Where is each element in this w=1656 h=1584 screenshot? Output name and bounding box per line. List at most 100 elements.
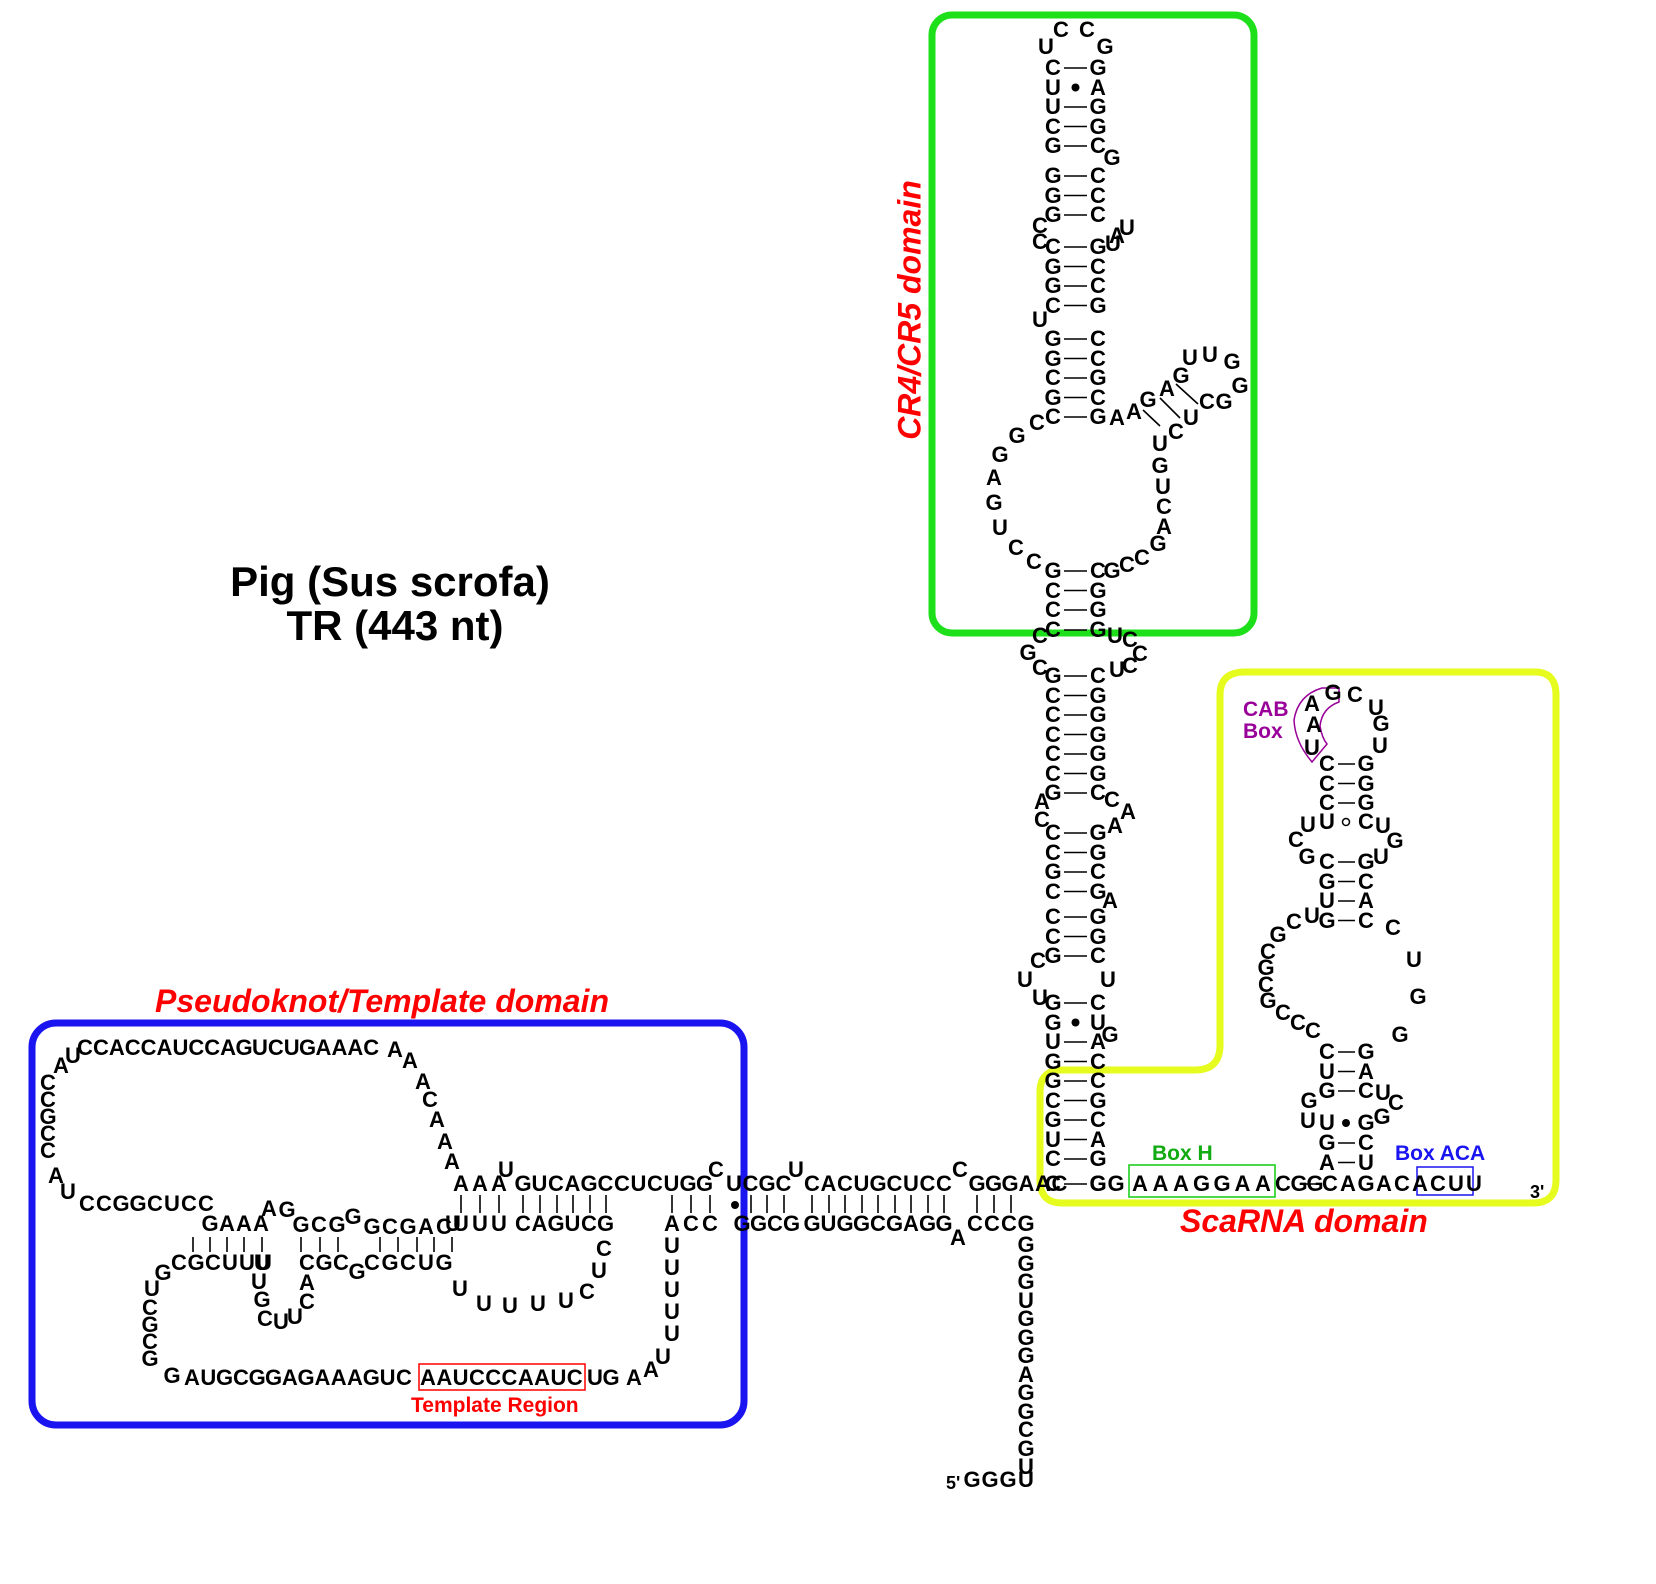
p2-lower: G <box>1017 1211 1035 1236</box>
p2-stem: C <box>382 1214 398 1239</box>
nucleotide: A <box>643 1357 659 1382</box>
p2-upper: G <box>758 1171 776 1196</box>
template-strand: A <box>314 1365 331 1390</box>
pseudoknot-loop: U <box>172 1035 189 1060</box>
pseudoknot-loop: G <box>39 1104 57 1129</box>
pseudoknot-loop: A <box>108 1035 125 1060</box>
cr45-p6-stem: C <box>1090 345 1106 371</box>
cr45-p6-stem: C <box>1090 163 1106 188</box>
scarna-stem: C <box>1319 849 1335 874</box>
nucleotide: U <box>287 1304 303 1329</box>
p2-lower: C <box>984 1211 1000 1236</box>
box-h: A <box>1234 1171 1251 1196</box>
template-strand: U <box>200 1365 217 1390</box>
nucleotide: C <box>1388 1090 1404 1115</box>
template-region: C <box>501 1365 518 1390</box>
nucleotide: U <box>452 1276 468 1301</box>
cr45-p6-stem: G <box>1089 292 1107 318</box>
central-stem: G <box>1044 1048 1062 1074</box>
p2-upper: U <box>903 1171 919 1196</box>
nucleotide: U <box>1017 967 1033 992</box>
pseudoknot-loop: C <box>363 1035 380 1060</box>
nucleotide: G <box>1409 984 1427 1009</box>
nucleotide: G <box>1103 558 1121 583</box>
pseudoknot-loop: C <box>204 1035 221 1060</box>
nucleotide: A <box>626 1365 642 1390</box>
five-prime-tail: C <box>1018 1417 1034 1442</box>
p2-lower: C <box>683 1211 699 1236</box>
central-stem: C <box>1090 859 1106 884</box>
central-stem: C <box>1045 682 1061 708</box>
nucleotide: C <box>579 1279 595 1304</box>
pseudoknot-loop: C <box>40 1121 56 1146</box>
nucleotide: U <box>788 1157 804 1182</box>
nucleotide: U <box>65 1043 81 1068</box>
p2-upper: C <box>886 1171 903 1196</box>
p2-lower: C <box>581 1211 597 1236</box>
scarna-stem: G <box>1357 1039 1375 1064</box>
central-stem: G <box>1044 859 1062 884</box>
scarna-stem: G <box>1357 790 1375 815</box>
scarna-tail: G <box>1089 1171 1107 1196</box>
nucleotide: C <box>1286 909 1302 934</box>
five-prime-tail: G <box>1017 1380 1035 1405</box>
scarna-stem: C <box>1358 868 1374 894</box>
cr45-p6-stem: C <box>1090 182 1106 208</box>
nucleotide: G <box>1223 349 1241 374</box>
p2-upper: A <box>1035 1171 1051 1196</box>
nucleotide: U <box>254 1250 270 1275</box>
scarna-tail: A <box>1412 1171 1428 1196</box>
nucleotide: U <box>1375 1080 1391 1105</box>
central-stem: G <box>1089 682 1107 708</box>
p2-upper: G <box>514 1171 532 1196</box>
cr45-p5-stem: C <box>1045 577 1061 603</box>
p2-upper: A <box>491 1171 507 1196</box>
nucleotide: U <box>1105 231 1121 256</box>
p2-lower: G <box>547 1211 565 1236</box>
five-prime-tail: G <box>1017 1343 1035 1368</box>
template-region: U <box>550 1365 567 1390</box>
template-region: A <box>436 1365 453 1390</box>
wobble-pair-dots <box>731 83 1351 1209</box>
p2-stem: C <box>171 1250 187 1275</box>
nucleotide: U <box>1038 34 1054 59</box>
p2-upper: C <box>837 1171 853 1196</box>
cr45-p5-stem: G <box>1089 597 1107 622</box>
pseudoknot-loop: C <box>40 1138 56 1163</box>
cab-box-label-line2: Box <box>1243 720 1283 744</box>
nucleotide: G <box>1172 363 1190 388</box>
nucleotide: U <box>655 1344 671 1369</box>
pseudoknot-loop: U <box>164 1191 180 1216</box>
p2-upper: G <box>984 1171 1003 1196</box>
cr45-p6-stem: G <box>1044 133 1062 158</box>
scarna-stem: G <box>1357 751 1375 776</box>
p2-stem: C <box>436 1214 452 1239</box>
p2-stem: G <box>315 1250 333 1275</box>
central-stem: C <box>1090 1048 1106 1074</box>
scarna-tail: C <box>1430 1171 1446 1196</box>
scarna-stem: G <box>1318 868 1336 894</box>
central-stem: G <box>1044 990 1062 1015</box>
five-prime-tail: G <box>1017 1398 1035 1424</box>
pseudoknot-loop: C <box>124 1035 141 1060</box>
nucleotide: C <box>1045 1171 1061 1196</box>
nucleotide: U <box>1182 345 1198 370</box>
nucleotide: A <box>429 1107 445 1132</box>
cr45-p6-stem: G <box>1044 384 1062 410</box>
cr45-p6-stem: C <box>1045 113 1061 139</box>
cr45-domain-label: CR4/CR5 domain <box>891 180 928 440</box>
cr45-p6-stem: C <box>1045 365 1061 390</box>
scarna-tail: G <box>1290 1171 1308 1196</box>
nucleotide: G <box>1386 828 1404 853</box>
nucleotide: A <box>950 1225 966 1250</box>
nucleotide: A <box>444 1149 460 1174</box>
nucleotide: G <box>348 1259 366 1284</box>
template-strand: G <box>264 1365 283 1390</box>
nucleotide: U <box>1300 1108 1316 1133</box>
cr45-p6-stem: C <box>1090 253 1106 279</box>
scarna-tail: G <box>1357 1171 1375 1196</box>
pseudoknot-loop: C <box>147 1191 163 1216</box>
central-stem: U <box>1090 1009 1106 1035</box>
nucleotide: G <box>1103 145 1121 170</box>
central-stem: G <box>1089 820 1107 845</box>
